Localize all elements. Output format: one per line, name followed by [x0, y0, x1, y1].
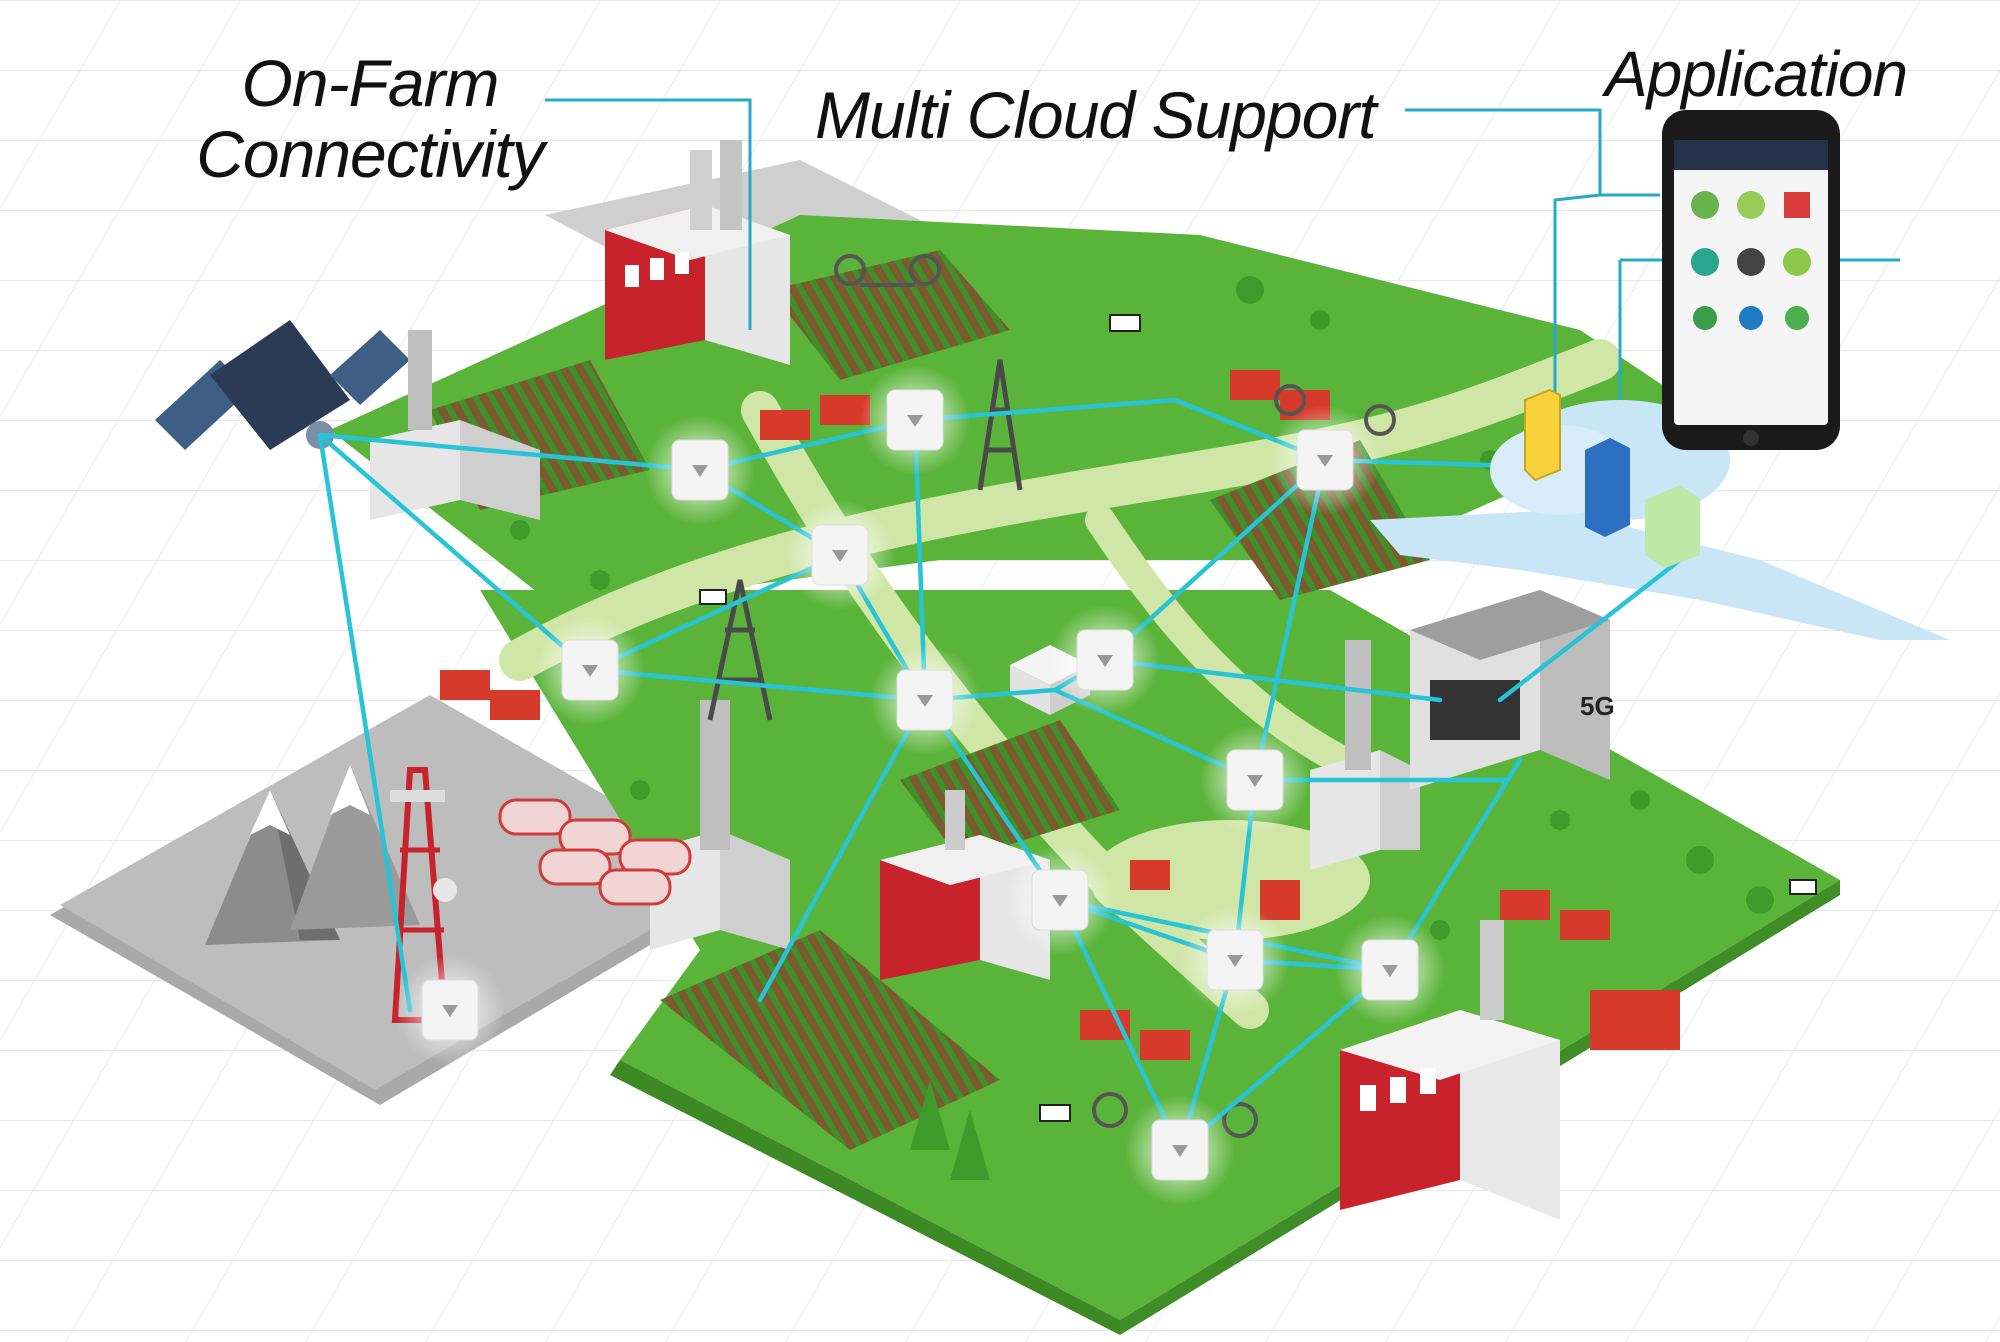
app-icon-grid	[1691, 191, 1811, 330]
wifi-access-point-icon	[535, 615, 645, 725]
callout-lines	[545, 98, 1900, 420]
drone-icon	[834, 254, 1396, 1138]
label-multi-cloud-support: Multi Cloud Support	[815, 78, 1377, 152]
wifi-access-point-icon	[395, 955, 505, 1065]
crop-field	[660, 930, 1000, 1150]
label-on-farm-line1: On-Farm	[241, 46, 500, 120]
wifi-access-point-icon	[1050, 605, 1160, 715]
greenhouse-rows	[498, 798, 692, 906]
wifi-access-point-icon	[785, 500, 895, 610]
wifi-access-point-icon	[1200, 725, 1310, 835]
light-path	[499, 339, 1621, 681]
tree-icon	[510, 276, 1774, 1180]
grass-edge	[610, 1060, 1120, 1335]
label-on-farm-line2: Connectivity	[196, 117, 545, 192]
wifi-access-point-icon	[870, 645, 980, 755]
label-application: Application	[1605, 38, 1908, 110]
wifi-access-point-icon	[1125, 1095, 1235, 1205]
factory-icon	[1340, 920, 1560, 1220]
wifi-access-point-icon	[1270, 405, 1380, 515]
label-on-farm-connectivity: On-Farm Connectivity	[160, 46, 580, 192]
wifi-access-point-icon	[860, 365, 970, 475]
crop-field	[770, 250, 1010, 380]
wifi-access-point-icon	[645, 415, 755, 525]
satellite-icon	[155, 320, 410, 450]
smartphone-icon	[1662, 110, 1840, 450]
wifi-access-point-icon	[1005, 845, 1115, 955]
office-building	[1410, 590, 1610, 790]
access-points	[395, 365, 1445, 1205]
cow-icon	[699, 314, 1817, 1122]
wifi-access-point-icon	[1180, 905, 1290, 1015]
mountain-icon	[205, 765, 420, 945]
badge-5g: 5G	[1580, 691, 1615, 721]
grass-field-south	[480, 590, 1840, 1320]
factory-icon	[605, 140, 790, 365]
wifi-access-point-icon	[1335, 915, 1445, 1025]
silo-building	[370, 330, 540, 520]
